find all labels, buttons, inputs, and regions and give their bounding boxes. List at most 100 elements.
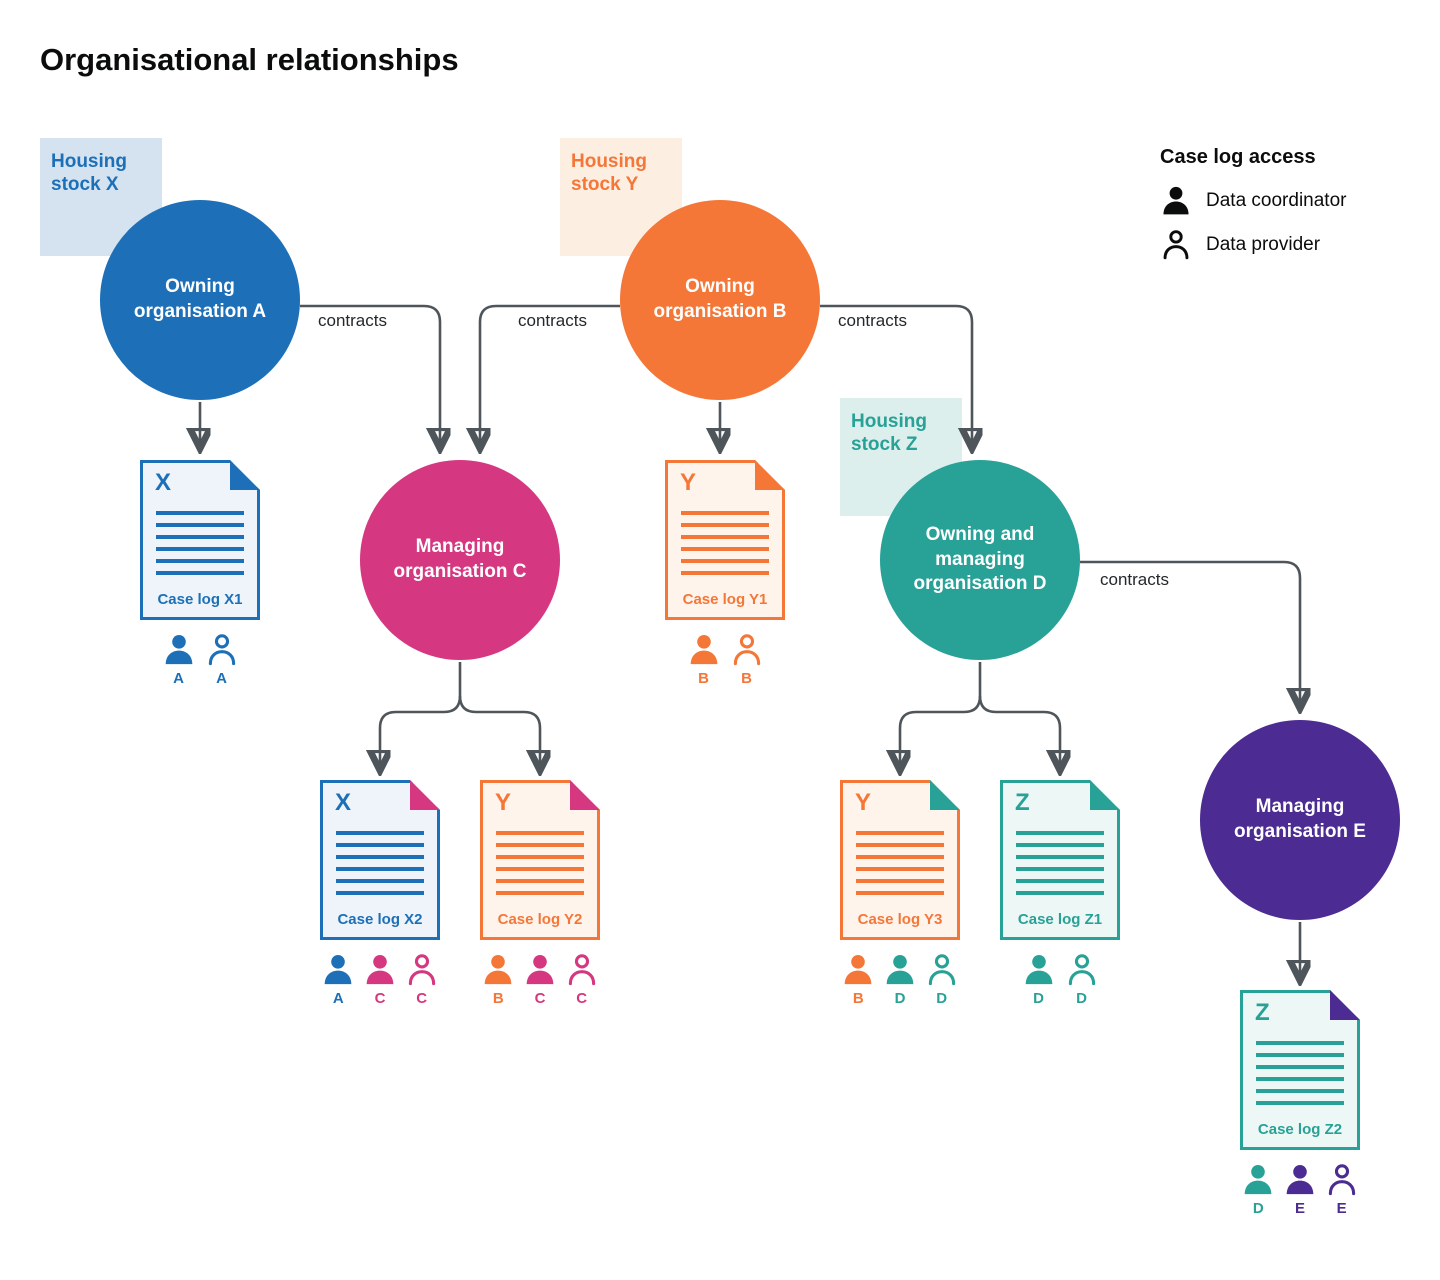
case-log-label: Case log Z1 bbox=[1017, 911, 1103, 928]
document-text-lines bbox=[496, 831, 584, 895]
person-outline-icon bbox=[1163, 230, 1189, 260]
stock-letter: Y bbox=[680, 469, 697, 496]
stock-letter: Y bbox=[855, 789, 872, 816]
access-person: D bbox=[1020, 953, 1058, 1007]
person-filled-icon bbox=[526, 954, 554, 985]
case-log-label: Case log X2 bbox=[337, 911, 423, 928]
access-org-letter: E bbox=[1336, 1200, 1347, 1217]
person-filled-icon bbox=[845, 954, 872, 985]
legend-item-data-coordinator: Data coordinator bbox=[1160, 185, 1440, 217]
folded-corner-icon bbox=[1090, 780, 1120, 810]
person-outline-icon bbox=[1328, 1164, 1355, 1196]
case-log-y1-access: B B bbox=[665, 633, 785, 687]
access-person: D bbox=[1063, 953, 1101, 1007]
stock-letter: X bbox=[335, 789, 352, 816]
case-log-label: Case log Y2 bbox=[497, 911, 583, 928]
person-filled-icon bbox=[1245, 1164, 1272, 1195]
access-org-letter: D bbox=[1076, 990, 1087, 1007]
case-log-z2-access: D E E bbox=[1240, 1163, 1360, 1217]
access-org-letter: B bbox=[741, 670, 752, 687]
org-circle-owning-b: Owning organisation B bbox=[620, 200, 820, 400]
access-org-letter: D bbox=[936, 990, 948, 1007]
stock-letter: Z bbox=[1255, 999, 1270, 1026]
case-log-z1-access: D D bbox=[1000, 953, 1120, 1007]
access-org-letter: D bbox=[1252, 1200, 1264, 1217]
access-person: D bbox=[1240, 1163, 1277, 1217]
access-person: B bbox=[728, 633, 766, 687]
stock-letter: X bbox=[155, 469, 172, 496]
person-outline-icon bbox=[568, 954, 595, 986]
case-log-y3-document: Y Case log Y3 bbox=[840, 780, 960, 940]
case-log-label: Case log Y1 bbox=[682, 591, 768, 608]
stock-letter: Z bbox=[1015, 789, 1030, 816]
access-org-letter: D bbox=[894, 990, 906, 1007]
arrow-c-to-case-log-y2 bbox=[458, 695, 540, 768]
access-org-letter: C bbox=[576, 990, 588, 1007]
housing-stock-x-label: Housing stock X bbox=[40, 138, 162, 256]
case-log-z2-document: Z Case log Z2 bbox=[1240, 990, 1360, 1150]
org-circle-owning-a: Owning organisation A bbox=[100, 200, 300, 400]
access-person: C bbox=[403, 953, 440, 1007]
access-org-letter: E bbox=[1295, 1200, 1306, 1217]
contracts-label: contracts bbox=[518, 311, 587, 330]
page-title: Organisational relationships bbox=[40, 42, 459, 77]
folded-corner-icon bbox=[230, 460, 260, 490]
legend-item-data-provider: Data provider bbox=[1160, 229, 1440, 261]
document-text-lines bbox=[681, 511, 769, 575]
contracts-label: contracts bbox=[1100, 570, 1169, 589]
case-log-label: Case log X1 bbox=[157, 591, 243, 608]
case-log-x2-access: A C C bbox=[320, 953, 440, 1007]
access-org-letter: B bbox=[698, 670, 709, 687]
person-filled-icon bbox=[165, 634, 192, 665]
person-filled-icon bbox=[1025, 954, 1052, 985]
person-outline-icon bbox=[208, 634, 235, 666]
access-person: A bbox=[160, 633, 198, 687]
document-text-lines bbox=[336, 831, 424, 895]
person-outline-icon bbox=[1068, 954, 1095, 986]
folded-corner-icon bbox=[930, 780, 960, 810]
access-org-letter: B bbox=[852, 990, 864, 1007]
access-person: B bbox=[480, 953, 517, 1007]
person-filled-icon bbox=[485, 954, 512, 985]
document-text-lines bbox=[856, 831, 944, 895]
access-person: C bbox=[563, 953, 600, 1007]
access-org-letter: C bbox=[534, 990, 546, 1007]
person-filled-icon bbox=[1286, 1164, 1314, 1195]
access-org-letter: B bbox=[492, 990, 504, 1007]
access-person: E bbox=[1282, 1163, 1319, 1217]
person-outline-icon bbox=[408, 954, 435, 986]
access-person: D bbox=[882, 953, 919, 1007]
contracts-label: contracts bbox=[838, 311, 907, 330]
person-filled-icon bbox=[690, 634, 717, 665]
case-log-y1-document: Y Case log Y1 bbox=[665, 460, 785, 620]
access-org-letter: A bbox=[332, 990, 344, 1007]
access-person: A bbox=[320, 953, 357, 1007]
access-person: A bbox=[203, 633, 241, 687]
access-person: E bbox=[1323, 1163, 1360, 1217]
org-circle-owning-managing-d: Owning and managing organisation D bbox=[880, 460, 1080, 660]
case-log-label: Case log Y3 bbox=[857, 911, 943, 928]
person-filled-icon bbox=[325, 954, 352, 985]
arrow-c-to-case-log-x2 bbox=[380, 695, 462, 768]
person-filled-icon bbox=[886, 954, 914, 985]
folded-corner-icon bbox=[410, 780, 440, 810]
person-filled-icon bbox=[366, 954, 394, 985]
access-org-letter: D bbox=[1033, 990, 1044, 1007]
access-org-letter: A bbox=[216, 670, 227, 687]
stock-letter: Y bbox=[495, 789, 512, 816]
case-log-label: Case log Z2 bbox=[1257, 1121, 1343, 1138]
case-log-y2-access: B C C bbox=[480, 953, 600, 1007]
folded-corner-icon bbox=[1330, 990, 1360, 1020]
person-filled-icon bbox=[1163, 186, 1189, 215]
case-log-y2-document: Y Case log Y2 bbox=[480, 780, 600, 940]
document-text-lines bbox=[1016, 831, 1104, 895]
org-circle-managing-e: Managing organisation E bbox=[1200, 720, 1400, 920]
person-outline-icon bbox=[928, 954, 955, 986]
org-circle-managing-c: Managing organisation C bbox=[360, 460, 560, 660]
case-log-z1-document: Z Case log Z1 bbox=[1000, 780, 1120, 940]
person-outline-icon bbox=[733, 634, 760, 666]
case-log-x2-document: X Case log X2 bbox=[320, 780, 440, 940]
legend: Case log access Data coordinator Data pr… bbox=[1160, 146, 1440, 273]
access-person: C bbox=[522, 953, 559, 1007]
